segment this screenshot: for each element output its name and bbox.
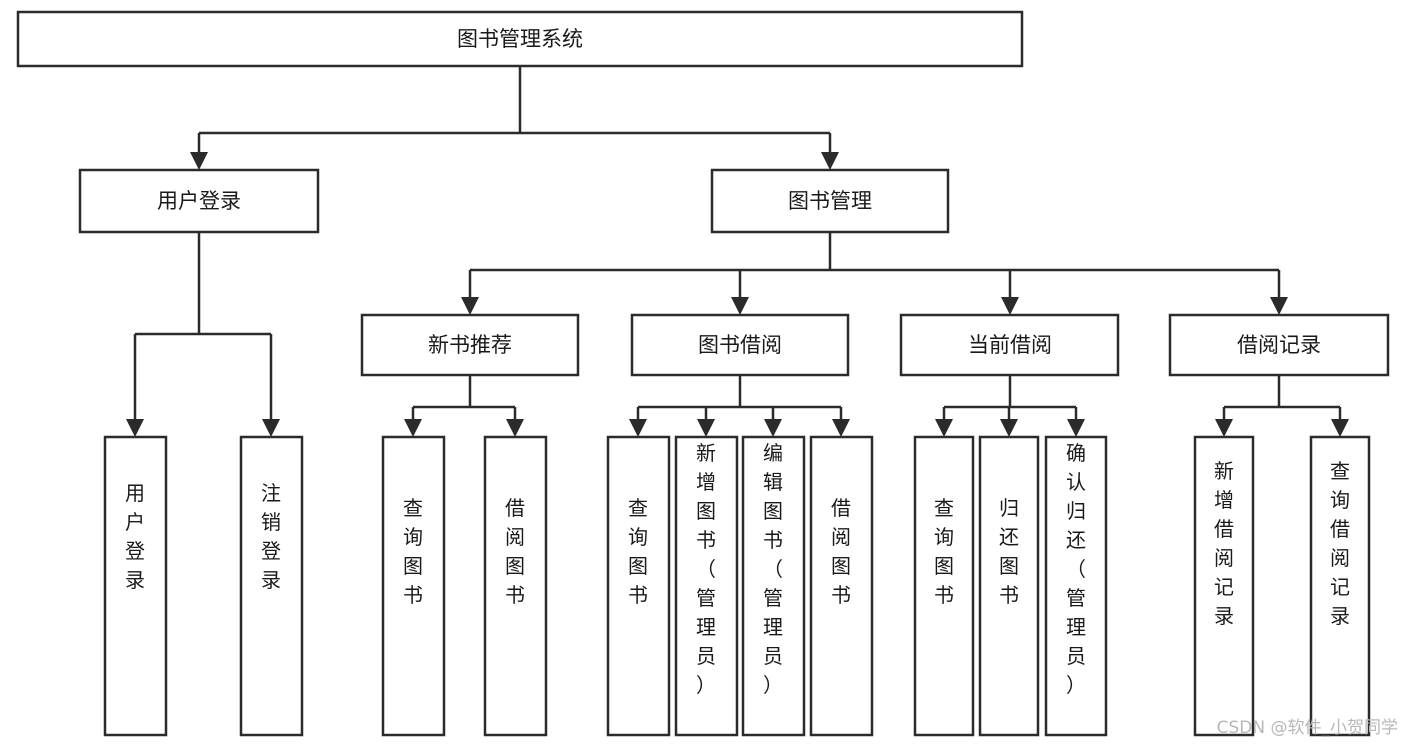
leaf-box[interactable] — [606, 435, 671, 737]
leaf-node[interactable]: 新增借阅记录 — [1193, 435, 1255, 737]
node-borrow-record[interactable]: 借阅记录 — [1168, 313, 1390, 377]
leaf-node[interactable]: 借阅图书 — [809, 435, 874, 737]
leaf-node[interactable]: 新增图书（管理员） — [674, 435, 739, 737]
root-box[interactable] — [16, 10, 1024, 68]
arrow-root-to-book-manage — [821, 152, 839, 170]
user-login-label: 用户登录 — [157, 189, 241, 213]
arrow-newbook-leaf1 — [404, 419, 422, 437]
new-book-recommend-label: 新书推荐 — [428, 333, 512, 357]
new-book-recommend-box[interactable] — [360, 313, 580, 377]
arrow-current-leaf1 — [935, 419, 953, 437]
book-borrow-label: 图书借阅 — [698, 333, 782, 357]
leaf-node[interactable]: 归还图书 — [978, 435, 1040, 737]
leaf-node[interactable]: 确认归还（管理员） — [1044, 435, 1108, 737]
current-borrow-box[interactable] — [899, 313, 1120, 377]
leaf-label: 查询图书 — [934, 496, 954, 607]
leaf-label: 用户登录 — [125, 481, 145, 592]
current-borrow-label: 当前借阅 — [968, 333, 1052, 357]
book-borrow-box[interactable] — [630, 313, 850, 377]
arrow-borrow-leaf2 — [697, 419, 715, 437]
leaf-box[interactable] — [483, 435, 548, 737]
leaf-label: 查询借阅记录 — [1330, 459, 1350, 628]
node-new-book-recommend[interactable]: 新书推荐 — [360, 313, 580, 377]
leaf-box[interactable] — [103, 435, 168, 737]
leaf-node[interactable]: 查询图书 — [913, 435, 975, 737]
leaf-label: 注销登录 — [261, 481, 281, 592]
arrow-newbook-leaf2 — [506, 419, 524, 437]
leaf-label: 借阅图书 — [831, 496, 851, 607]
leaf-box[interactable] — [381, 435, 446, 737]
arrow-record-leaf1 — [1215, 419, 1233, 437]
node-current-borrow[interactable]: 当前借阅 — [899, 313, 1120, 377]
leaf-box[interactable] — [1044, 435, 1108, 737]
leaf-box[interactable] — [1193, 435, 1255, 737]
leaf-node[interactable]: 注销登录 — [239, 435, 304, 737]
leaf-label: 编辑图书（管理员） — [763, 441, 783, 697]
arrow-borrow-leaf3 — [764, 419, 782, 437]
leaf-label: 借阅图书 — [505, 496, 525, 607]
leaf-box[interactable] — [1309, 435, 1371, 737]
arrow-borrow-leaf1 — [629, 419, 647, 437]
csdn-watermark: CSDN @软件_小贺同学 — [1217, 718, 1398, 738]
arrow-current-leaf2 — [1000, 419, 1018, 437]
leaf-label: 查询图书 — [403, 496, 423, 607]
node-root-system[interactable]: 图书管理系统 — [16, 10, 1024, 68]
borrow-record-box[interactable] — [1168, 313, 1390, 377]
leaf-box[interactable] — [741, 435, 806, 737]
leaf-node[interactable]: 编辑图书（管理员） — [741, 435, 806, 737]
leaf-box[interactable] — [913, 435, 975, 737]
user-login-box[interactable] — [78, 168, 320, 234]
arrow-current-leaf3 — [1067, 419, 1085, 437]
arrow-user-login-leaf1 — [126, 419, 144, 437]
borrow-record-label: 借阅记录 — [1237, 333, 1321, 357]
arrow-user-login-leaf2 — [262, 419, 280, 437]
arrow-record-leaf2 — [1331, 419, 1349, 437]
leaf-node[interactable]: 查询借阅记录 — [1309, 435, 1371, 737]
book-manage-label: 图书管理 — [788, 189, 872, 213]
arrow-borrow-leaf4 — [832, 419, 850, 437]
leaf-label: 归还图书 — [999, 496, 1019, 607]
root-label: 图书管理系统 — [457, 27, 583, 51]
leaf-label: 确认归还（管理员） — [1066, 441, 1086, 697]
arrow-bm-to-newbook — [461, 297, 479, 315]
arrow-bm-to-current — [1001, 297, 1019, 315]
leaf-node[interactable]: 用户登录 — [103, 435, 168, 737]
leaf-box[interactable] — [674, 435, 739, 737]
arrow-root-to-user-login — [190, 152, 208, 170]
arrow-bm-to-borrow — [731, 297, 749, 315]
leaf-label: 新增图书（管理员） — [696, 441, 716, 697]
leaf-node[interactable]: 查询图书 — [606, 435, 671, 737]
arrow-bm-to-record — [1270, 297, 1288, 315]
connector-layer — [126, 66, 1349, 437]
node-book-manage[interactable]: 图书管理 — [710, 168, 950, 234]
leaf-node[interactable]: 借阅图书 — [483, 435, 548, 737]
leaf-label: 新增借阅记录 — [1214, 459, 1234, 628]
leaf-box[interactable] — [239, 435, 304, 737]
leaf-box[interactable] — [978, 435, 1040, 737]
book-manage-box[interactable] — [710, 168, 950, 234]
leaf-box[interactable] — [809, 435, 874, 737]
node-book-borrow[interactable]: 图书借阅 — [630, 313, 850, 377]
leaf-node[interactable]: 查询图书 — [381, 435, 446, 737]
node-user-login[interactable]: 用户登录 — [78, 168, 320, 234]
leaf-label: 查询图书 — [628, 496, 648, 607]
